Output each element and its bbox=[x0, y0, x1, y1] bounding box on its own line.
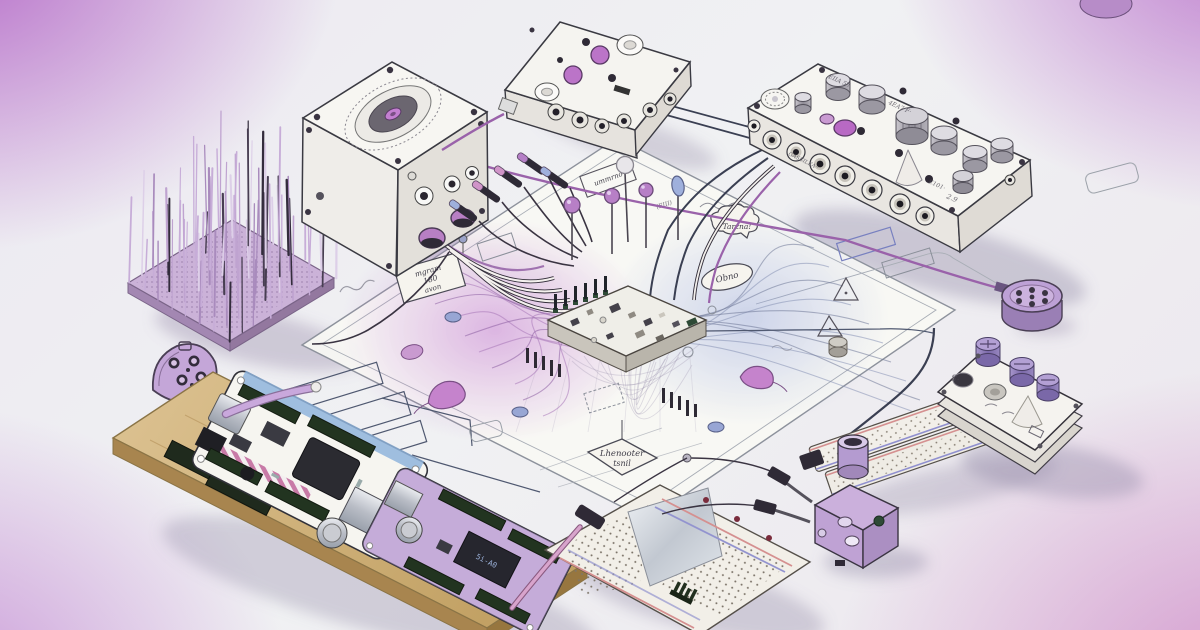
label-diamond-line1: Lhenooter bbox=[599, 449, 645, 459]
mcu-plank: 5i-A0 bbox=[111, 370, 589, 630]
pedal-box: S· bbox=[936, 337, 1084, 475]
pedal-marking: S· bbox=[949, 373, 961, 385]
note-1: (EIII) bbox=[655, 199, 673, 211]
synth-panel: EIIA 5'! 4EA7 F· E101· 2.9 GASSILEA·· bbox=[746, 63, 1033, 254]
label-diamond: Lhenooter tsnil bbox=[586, 420, 659, 476]
speaker-cube bbox=[301, 61, 577, 345]
probe-wires bbox=[478, 173, 593, 267]
breadboard-main bbox=[509, 484, 812, 630]
hex-connector bbox=[994, 279, 1063, 332]
spike-pad-pins bbox=[128, 110, 338, 343]
breadboard-component bbox=[669, 581, 698, 605]
interface-jacks bbox=[547, 92, 677, 134]
purple-blobs bbox=[400, 0, 1133, 414]
paper-doodles bbox=[276, 0, 1139, 493]
interface-knobs bbox=[534, 34, 644, 102]
patch-cables bbox=[435, 91, 1003, 304]
pcb-components bbox=[570, 302, 698, 344]
speaker-cone bbox=[344, 77, 442, 151]
synth-front-jacks bbox=[747, 119, 935, 226]
label-diamond-line2: tsnil bbox=[613, 459, 631, 468]
sketched-knob bbox=[828, 336, 848, 358]
synth-knobs bbox=[760, 73, 1014, 194]
central-pcb bbox=[546, 276, 708, 373]
wire-mesh bbox=[515, 343, 701, 433]
pedal-knobs bbox=[975, 337, 1060, 402]
blue-caps bbox=[444, 311, 725, 433]
interface-box bbox=[441, 21, 692, 159]
purple-patch-cable bbox=[435, 150, 1003, 291]
test-probes bbox=[448, 152, 569, 222]
ball-header-pins bbox=[563, 155, 685, 260]
pcb-pin-headers bbox=[553, 276, 608, 313]
mcu-board-purple: 5i-A0 bbox=[362, 467, 574, 630]
sensor-cylinder bbox=[837, 434, 869, 480]
spike-pad bbox=[126, 110, 338, 352]
sensor-module bbox=[613, 434, 900, 570]
cube-jacks bbox=[407, 166, 479, 206]
